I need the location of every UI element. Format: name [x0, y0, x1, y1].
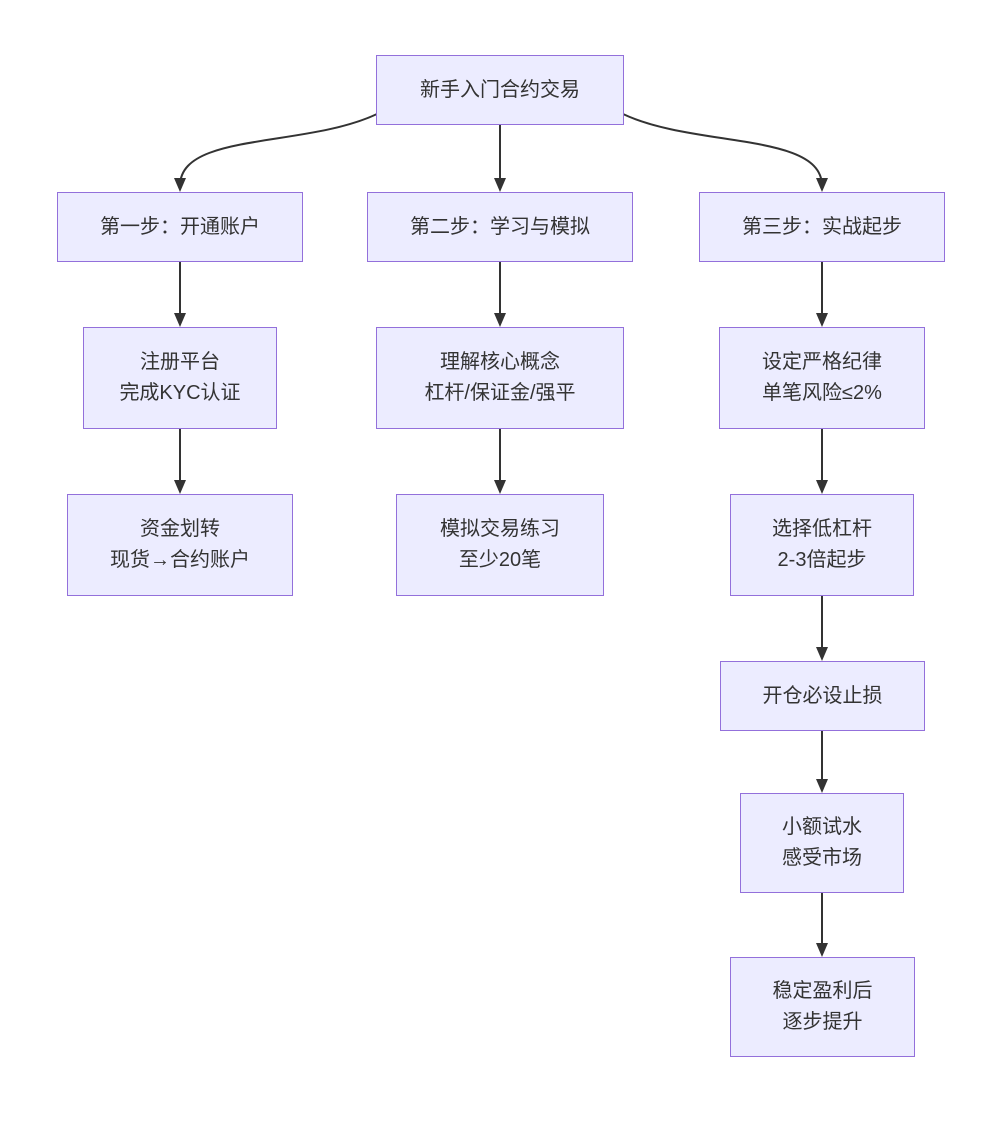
node-small-test-line2: 感受市场 [782, 847, 862, 869]
node-fund-transfer-line1: 资金划转 [140, 518, 220, 540]
edge-root-step3 [622, 113, 828, 192]
node-stop-loss: 开仓必设止损 [720, 661, 925, 731]
node-register-kyc-line1: 注册平台 [140, 351, 220, 373]
node-discipline-line2: 单笔风险≤2% [762, 382, 882, 404]
node-step2: 第二步：学习与模拟 [367, 192, 633, 262]
node-scale-up-line2: 逐步提升 [782, 1011, 863, 1033]
node-root: 新手入门合约交易 [376, 55, 624, 125]
node-small-test-line1: 小额试水 [782, 816, 862, 838]
node-register-kyc-line2: 完成KYC认证 [119, 382, 241, 404]
node-demo-trading: 模拟交易练习 至少20笔 [396, 494, 604, 596]
node-scale-up-line1: 稳定盈利后 [772, 980, 873, 1002]
node-scale-up: 稳定盈利后 逐步提升 [730, 957, 915, 1057]
node-fund-transfer: 资金划转 现货→合约账户 [67, 494, 293, 596]
node-demo-trading-line1: 模拟交易练习 [440, 518, 560, 540]
node-core-concepts: 理解核心概念 杠杆/保证金/强平 [376, 327, 624, 429]
node-discipline: 设定严格纪律 单笔风险≤2% [719, 327, 925, 429]
node-discipline-line1: 设定严格纪律 [762, 351, 882, 373]
node-demo-trading-line2: 至少20笔 [458, 549, 542, 571]
node-step2-label: 第二步：学习与模拟 [410, 215, 590, 238]
node-low-leverage-line1: 选择低杠杆 [772, 518, 872, 540]
node-core-concepts-line2: 杠杆/保证金/强平 [424, 382, 576, 404]
node-register-kyc: 注册平台 完成KYC认证 [83, 327, 277, 429]
node-step1-label: 第一步：开通账户 [100, 215, 260, 238]
node-small-test: 小额试水 感受市场 [740, 793, 904, 893]
edge-root-step1 [174, 113, 378, 192]
node-root-label: 新手入门合约交易 [420, 78, 580, 101]
node-core-concepts-line1: 理解核心概念 [440, 351, 560, 373]
node-step3-label: 第三步：实战起步 [742, 215, 902, 238]
node-low-leverage: 选择低杠杆 2-3倍起步 [730, 494, 914, 596]
node-step3: 第三步：实战起步 [699, 192, 945, 262]
node-fund-transfer-line2: 现货→合约账户 [110, 549, 250, 571]
node-step1: 第一步：开通账户 [57, 192, 303, 262]
node-stop-loss-label: 开仓必设止损 [762, 684, 883, 707]
node-low-leverage-line2: 2-3倍起步 [777, 549, 867, 571]
